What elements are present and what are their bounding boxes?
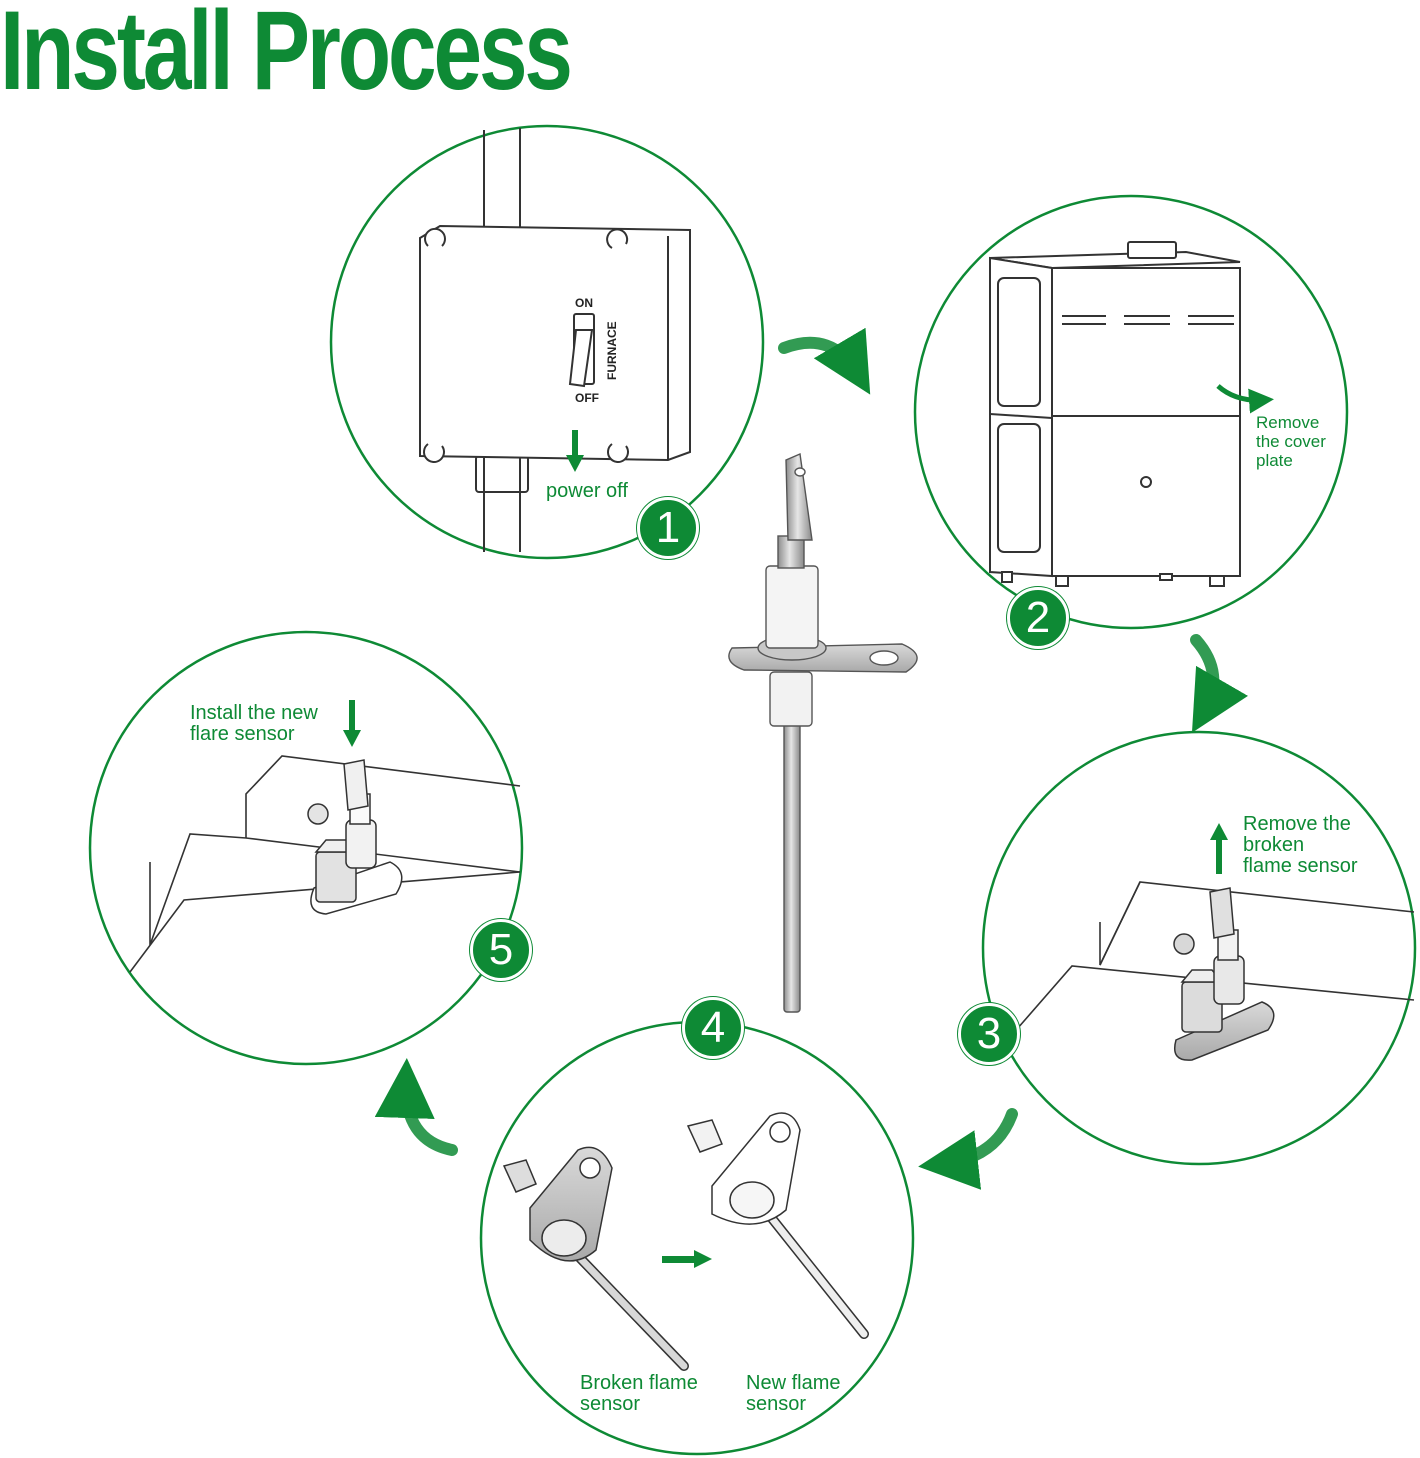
step-3-panel (981, 730, 1417, 1166)
flow-arrow-icon (374, 327, 1248, 1190)
furnace-unit (989, 241, 1241, 587)
label-line: Remove (1256, 413, 1320, 432)
page-title: Install Process (0, 0, 573, 113)
label-line: plate (1256, 451, 1293, 470)
down-arrow-icon (343, 700, 361, 747)
switch-name-label: FURNACE (605, 321, 619, 380)
label-line: sensor (580, 1393, 641, 1415)
right-arrow-icon (662, 1250, 712, 1268)
down-arrow-icon (566, 430, 584, 472)
step-2-badge: 2 (1007, 587, 1069, 649)
curved-arrow-icon (1216, 384, 1274, 414)
label-line: Install the new (190, 702, 318, 724)
up-arrow-icon (1210, 823, 1228, 874)
label-line: flame sensor (1243, 855, 1358, 877)
label-line: flare sensor (190, 723, 295, 745)
flame-sensor-product (728, 452, 918, 1013)
switch-off-label: OFF (575, 391, 599, 405)
broken-sensor (502, 1146, 689, 1371)
label-line: sensor (746, 1393, 807, 1415)
label-line: broken (1243, 834, 1305, 856)
step-1-label: power off (546, 480, 628, 502)
step-1-badge: 1 (637, 497, 699, 559)
mounting-panel (129, 755, 521, 973)
step-4-badge: 4 (682, 997, 744, 1059)
step-3-badge: 3 (958, 1003, 1020, 1065)
step-2-panel (913, 194, 1349, 630)
step-5-panel (88, 630, 524, 1066)
label-line: the cover (1256, 432, 1326, 451)
installed-sensor (1173, 887, 1275, 1061)
step-5-badge: 5 (470, 919, 532, 981)
new-sensor-label: New flame sensor (746, 1373, 840, 1415)
new-sensor (686, 1112, 869, 1339)
conduit-pipe (475, 128, 529, 552)
switch-box (419, 224, 691, 463)
step-1-panel: ON OFF FURNACE (329, 124, 765, 560)
step-2-label: Remove the cover plate (1256, 413, 1326, 470)
switch-on-label: ON (575, 296, 593, 310)
label-line: New flame (746, 1372, 841, 1394)
installed-new-sensor (307, 759, 403, 915)
label-line: Remove the (1243, 813, 1351, 835)
step-4-panel (479, 1020, 915, 1456)
broken-sensor-label: Broken flame sensor (580, 1373, 698, 1415)
step-3-label: Remove the broken flame sensor (1243, 814, 1358, 877)
label-line: Broken flame (580, 1372, 698, 1394)
step-5-label: Install the new flare sensor (190, 703, 318, 745)
